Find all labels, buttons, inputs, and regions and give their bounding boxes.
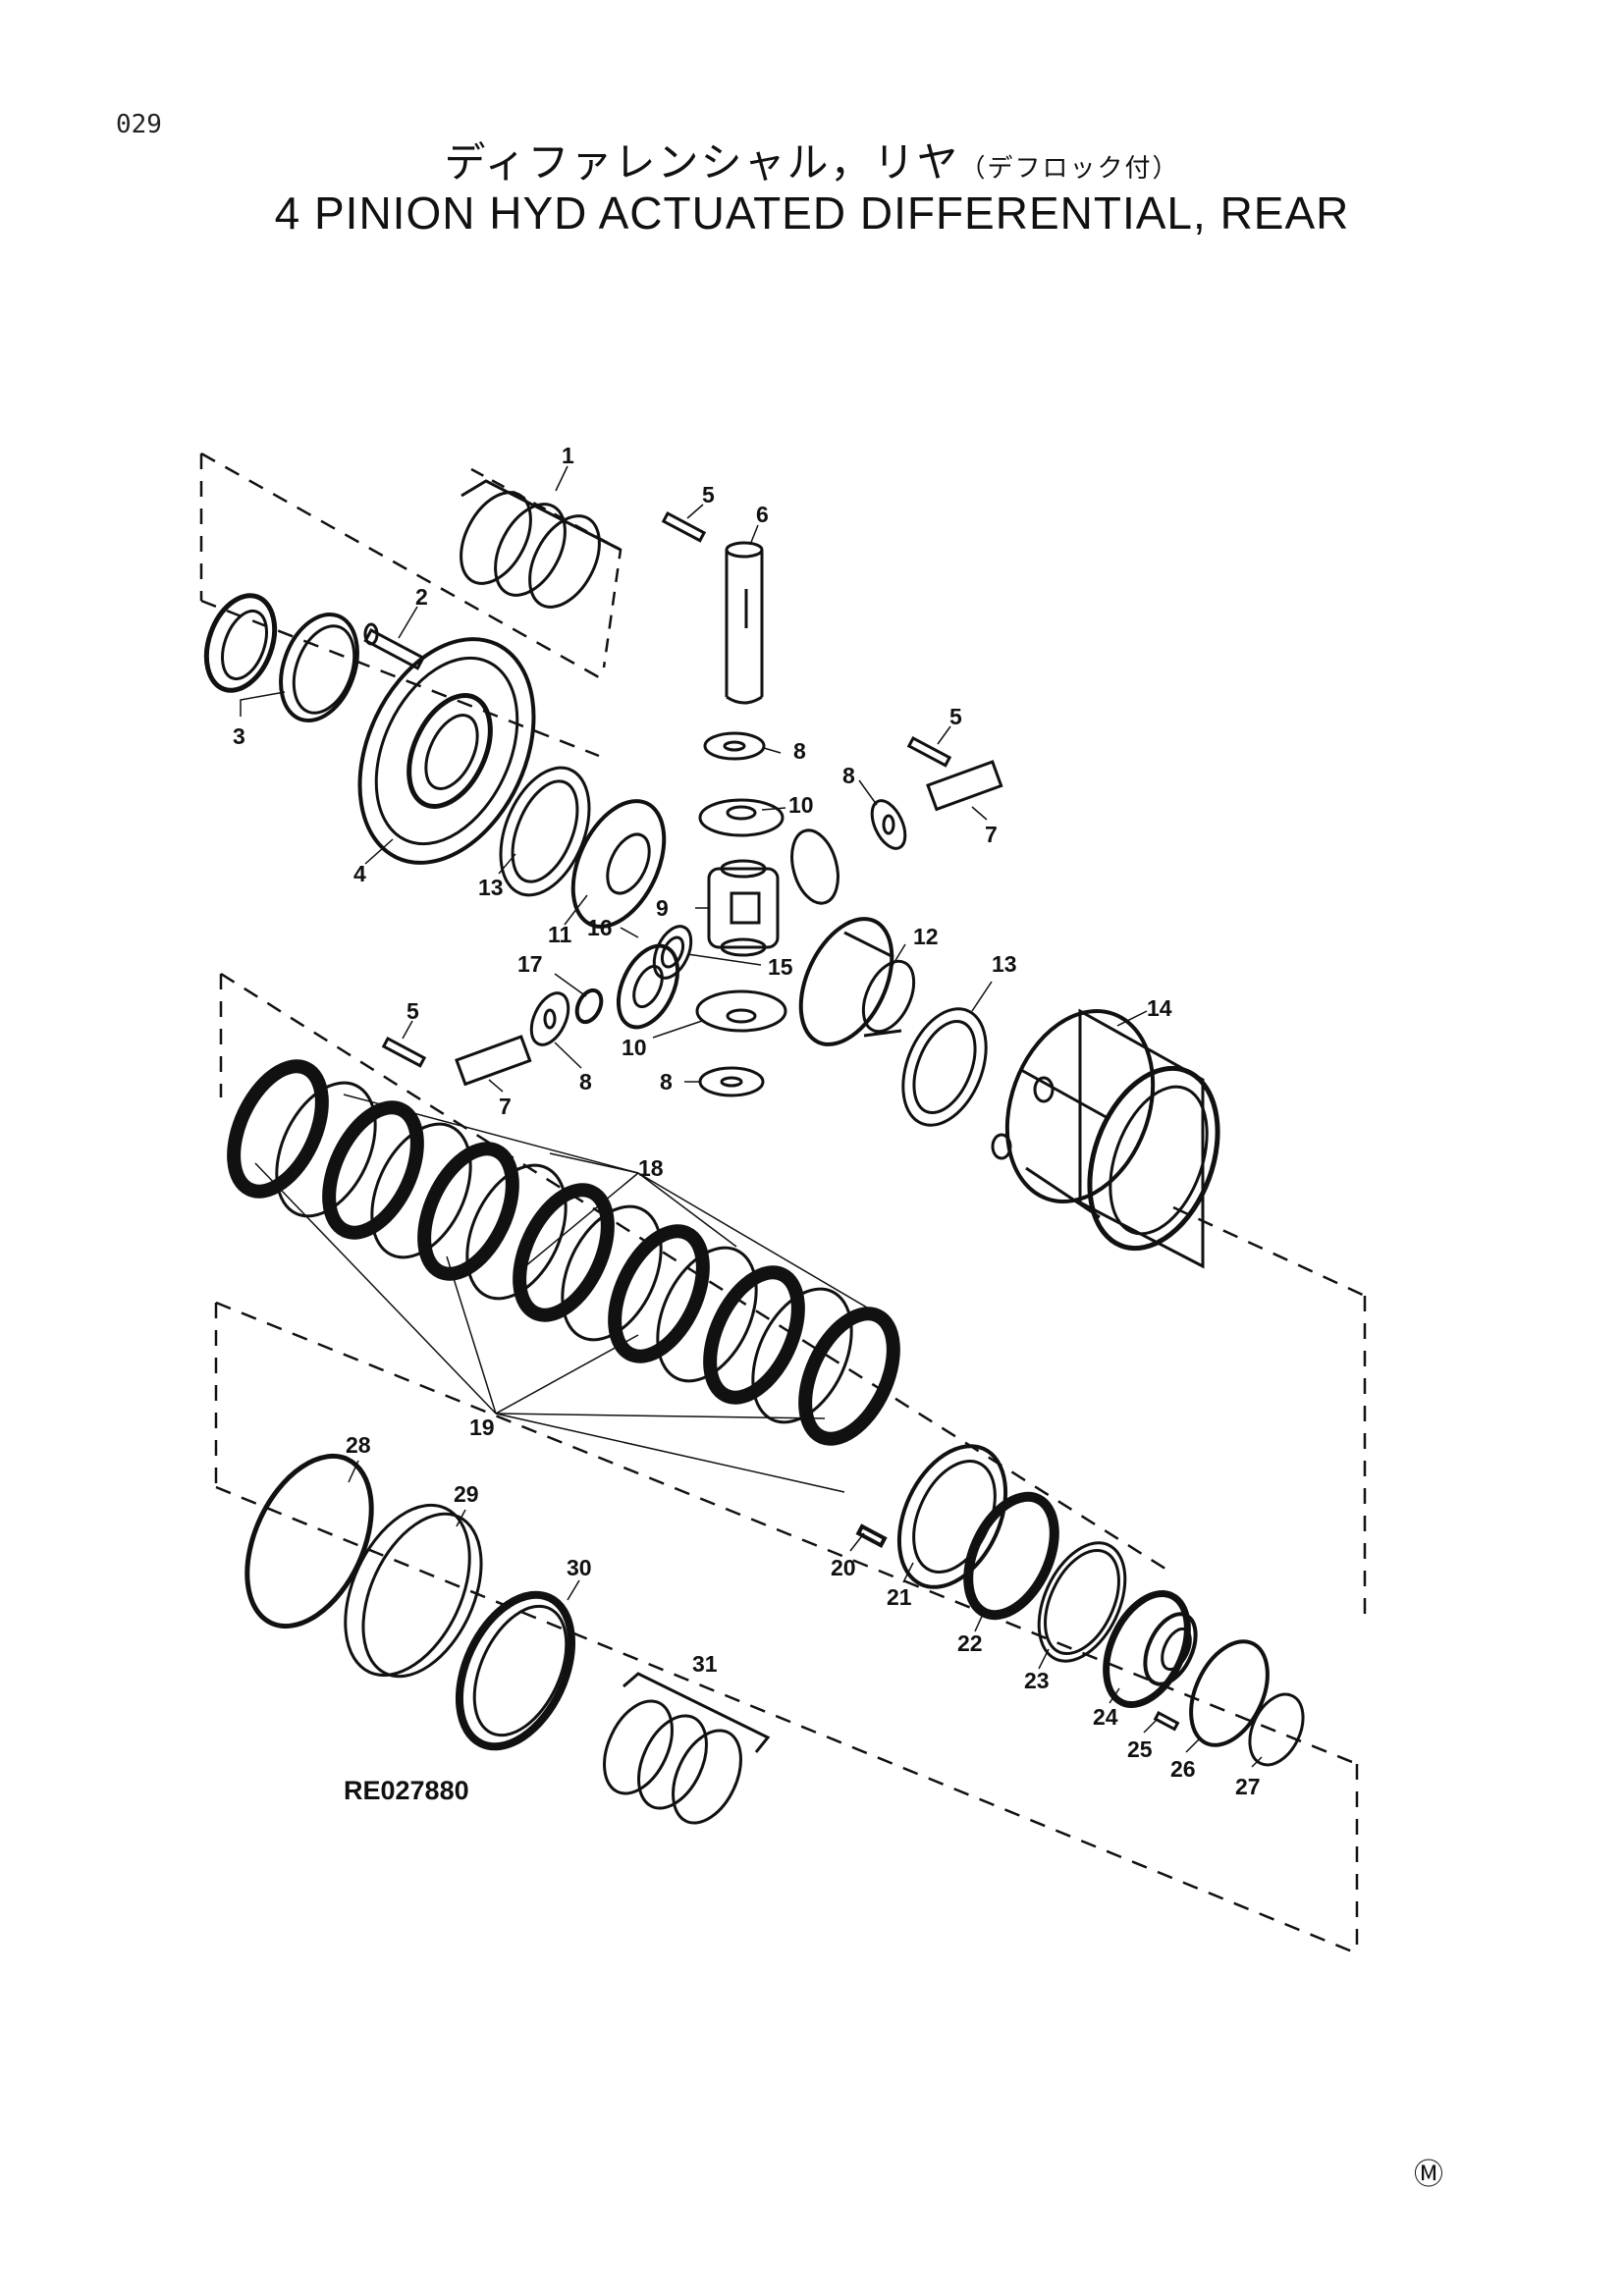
title-japanese: ディファレンシャル，リヤ（デフロック付） <box>0 130 1624 189</box>
callout-9: 9 <box>656 895 669 921</box>
callout-20: 20 <box>831 1555 856 1580</box>
part-22-friction-ring <box>963 1491 1059 1621</box>
dashed-boundary-middle <box>219 972 1367 1625</box>
callout-11: 11 <box>548 922 572 947</box>
callout-25: 25 <box>1127 1736 1153 1762</box>
callout-4: 4 <box>353 861 366 886</box>
callout-26: 26 <box>1170 1756 1196 1782</box>
callout-8a: 8 <box>793 738 806 764</box>
callout-3: 3 <box>233 723 245 749</box>
part-24-piston <box>1103 1590 1198 1708</box>
part-9-spider <box>707 859 780 957</box>
callout-21: 21 <box>887 1584 912 1610</box>
callout-2: 2 <box>415 584 428 610</box>
part-29-backup-ring <box>344 1503 483 1679</box>
callout-6: 6 <box>756 502 769 527</box>
part-30-seal <box>455 1590 576 1751</box>
callout-19: 19 <box>469 1415 495 1440</box>
dashed-boundary-upper <box>199 452 600 758</box>
part-1-ring-set <box>460 479 622 609</box>
callout-1: 1 <box>562 443 574 468</box>
part-31-ring-set <box>603 1672 771 1825</box>
callout-7b: 7 <box>499 1094 512 1119</box>
callout-8b: 8 <box>842 763 855 788</box>
part-2-bolt <box>363 622 426 670</box>
part-11-side-gear <box>570 799 667 929</box>
callout-5b: 5 <box>949 704 962 729</box>
part-27-seal <box>1248 1692 1305 1767</box>
title-japanese-note: （デフロック付） <box>959 154 1180 184</box>
part-16-bushing <box>616 943 680 1030</box>
callout-8c: 8 <box>579 1069 592 1095</box>
callout-8d: 8 <box>660 1069 673 1095</box>
callout-5c: 5 <box>406 998 419 1024</box>
part-6-pinion-shaft <box>725 541 764 705</box>
part-4-case-flange <box>357 637 536 865</box>
part-13-shims <box>499 766 988 1127</box>
part-19-steel-plates <box>275 1081 853 1424</box>
part-20-spring <box>855 1523 888 1548</box>
callout-10a: 10 <box>788 792 814 818</box>
page-number: 029 <box>116 110 162 139</box>
callout-28: 28 <box>346 1432 371 1458</box>
callout-29: 29 <box>454 1481 479 1507</box>
callout-10b: 10 <box>622 1035 647 1060</box>
part-5-pins <box>381 510 952 1068</box>
callout-13a: 13 <box>478 875 504 900</box>
callout-22: 22 <box>957 1630 983 1656</box>
callout-13b: 13 <box>992 951 1017 977</box>
callout-leaders <box>240 465 1263 1768</box>
disc-pack-leader-lines <box>254 1094 890 1493</box>
part-10-pinion-gears <box>695 798 839 1033</box>
callout-15: 15 <box>768 954 793 980</box>
callout-7a: 7 <box>985 822 998 847</box>
title-english: 4 PINION HYD ACTUATED DIFFERENTIAL, REAR <box>274 187 1350 239</box>
part-3-bearing <box>203 593 359 723</box>
callout-31: 31 <box>692 1651 718 1677</box>
part-14-housing <box>991 1008 1220 1269</box>
part-23-backup-ring <box>1037 1541 1127 1663</box>
part-8-thrust-washers <box>529 731 907 1097</box>
callout-16: 16 <box>587 915 613 940</box>
reference-code: RE027880 <box>344 1776 469 1805</box>
callout-23: 23 <box>1024 1668 1050 1693</box>
part-17-o-ring <box>574 988 604 1025</box>
part-7-shafts <box>455 760 1003 1087</box>
callout-12: 12 <box>913 924 939 949</box>
part-25-pin <box>1153 1710 1180 1732</box>
callout-27: 27 <box>1235 1774 1261 1799</box>
callout-labels: 1 2 3 5 6 5 7 8 8 10 4 13 11 16 9 12 15 … <box>233 443 1261 1799</box>
callout-18: 18 <box>638 1155 664 1181</box>
part-21-pressure-plate <box>896 1444 1008 1589</box>
part-18-friction-discs <box>227 1059 900 1446</box>
part-28-o-ring <box>244 1453 374 1629</box>
callout-30: 30 <box>567 1555 592 1580</box>
callout-17: 17 <box>517 951 543 977</box>
callout-5a: 5 <box>702 482 715 507</box>
title-japanese-main: ディファレンシャル，リヤ <box>444 138 960 187</box>
part-26-o-ring <box>1189 1639 1270 1747</box>
part-12-side-gear <box>798 917 916 1046</box>
callout-24: 24 <box>1093 1704 1118 1730</box>
corner-mark: Ⓜ <box>1414 2158 1443 2192</box>
callout-14: 14 <box>1147 995 1172 1021</box>
